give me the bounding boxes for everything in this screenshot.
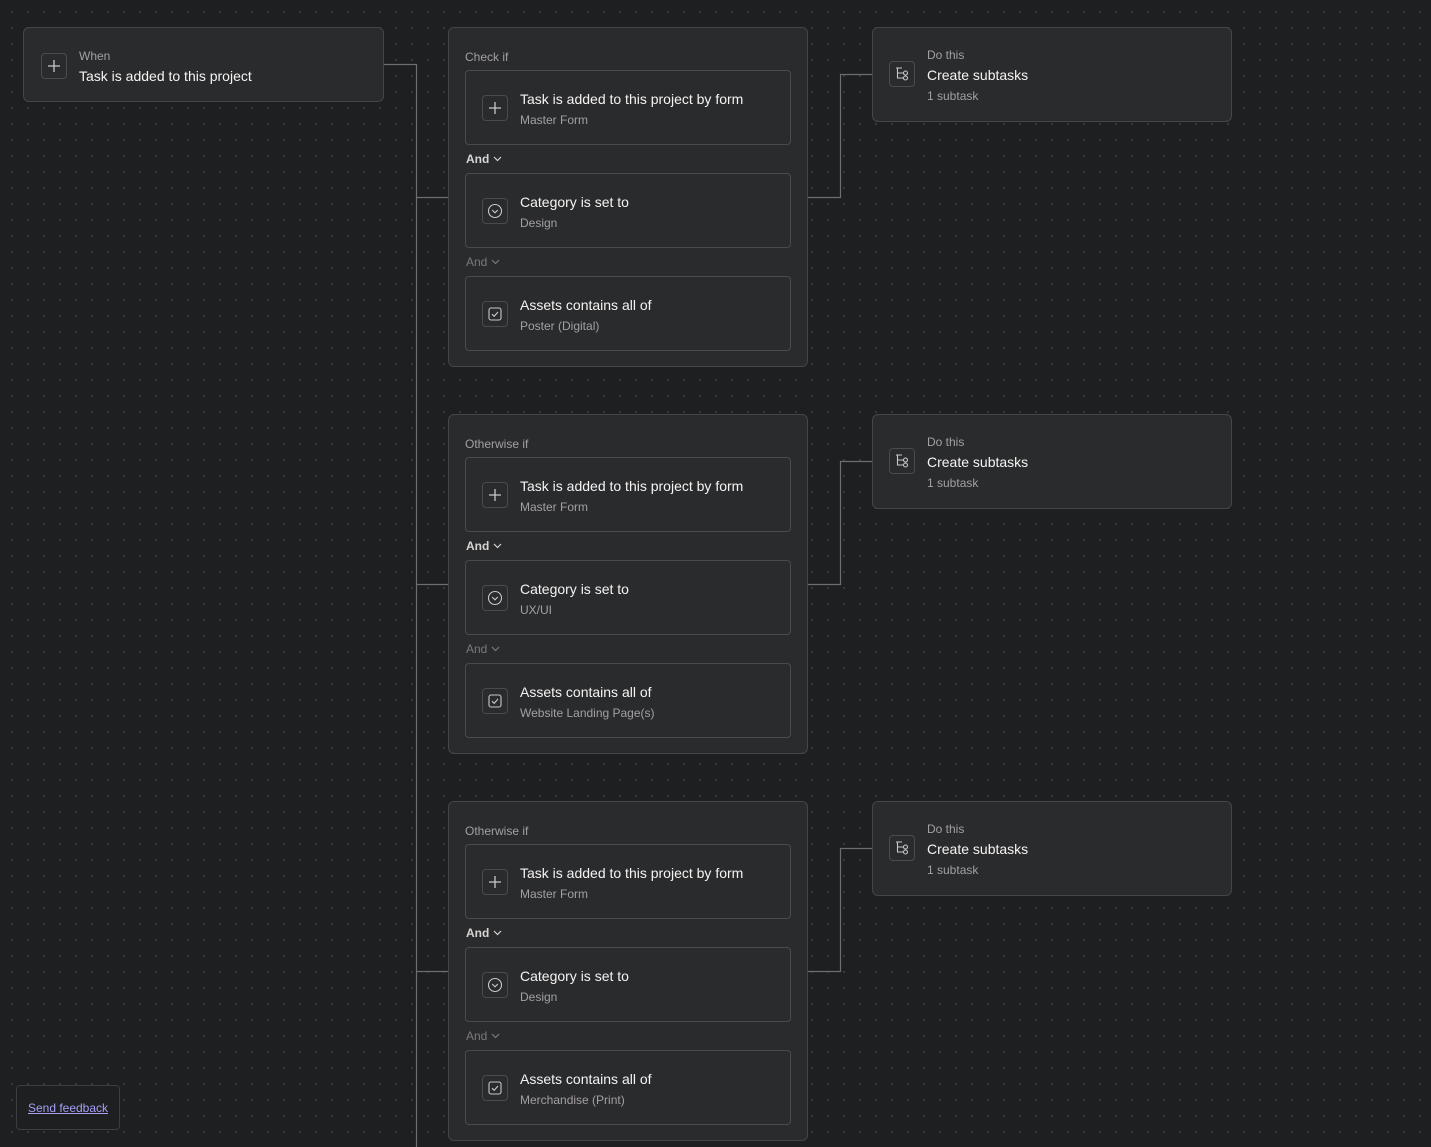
condition-assets[interactable]: Assets contains all of Merchandise (Prin… [465,1050,791,1125]
subtasks-icon [889,61,915,87]
checkbox-icon [482,688,508,714]
condition-title: Task is added to this project by form [520,865,744,881]
conjunction-label: And [466,539,490,553]
action-label: Do this [927,48,965,62]
connector-action-3 [808,847,872,973]
chevron-down-icon [493,930,502,936]
condition-title: Assets contains all of [520,684,652,700]
connector-action-1 [808,73,872,199]
condition-value: Master Form [520,113,589,127]
feedback-box: Send feedback [16,1085,120,1130]
chevron-down-icon [491,1033,500,1039]
group-title: Check if [465,50,509,64]
condition-form[interactable]: Task is added to this project by form Ma… [465,70,791,145]
dropdown-circle-icon [482,198,508,224]
dropdown-circle-icon [482,972,508,998]
condition-title: Assets contains all of [520,1071,652,1087]
conjunction-label: And [466,642,488,656]
conjunction-dropdown[interactable]: And [466,255,500,269]
trigger-title: Task is added to this project [79,68,252,84]
conjunction-dropdown[interactable]: And [466,642,500,656]
conjunction-label: And [466,1029,488,1043]
action-card-1[interactable]: Do this Create subtasks 1 subtask [872,27,1232,122]
conjunction-dropdown[interactable]: And [466,152,502,166]
condition-value: Website Landing Page(s) [520,706,655,720]
action-card-2[interactable]: Do this Create subtasks 1 subtask [872,414,1232,509]
conjunction-label: And [466,255,488,269]
condition-value: UX/UI [520,603,553,617]
action-title: Create subtasks [927,841,1029,857]
chevron-down-icon [491,646,500,652]
condition-assets[interactable]: Assets contains all of Poster (Digital) [465,276,791,351]
action-label: Do this [927,435,965,449]
plus-icon [41,53,67,79]
plus-icon [482,482,508,508]
condition-title: Assets contains all of [520,297,652,313]
conjunction-label: And [466,926,490,940]
condition-group-1[interactable]: Check if Task is added to this project b… [448,27,808,367]
group-title: Otherwise if [465,437,529,451]
condition-group-2[interactable]: Otherwise if Task is added to this proje… [448,414,808,754]
conjunction-dropdown[interactable]: And [466,926,502,940]
plus-icon [482,869,508,895]
conjunction-dropdown[interactable]: And [466,539,502,553]
connector-action-2 [808,460,872,586]
plus-icon [482,95,508,121]
subtasks-icon [889,448,915,474]
chevron-down-icon [493,543,502,549]
checkbox-icon [482,301,508,327]
condition-value: Merchandise (Print) [520,1093,625,1107]
action-detail: 1 subtask [927,476,979,490]
condition-title: Task is added to this project by form [520,478,744,494]
condition-category[interactable]: Category is set to UX/UI [465,560,791,635]
chevron-down-icon [493,156,502,162]
condition-category[interactable]: Category is set to Design [465,947,791,1022]
chevron-down-icon [491,259,500,265]
dropdown-circle-icon [482,585,508,611]
condition-form[interactable]: Task is added to this project by form Ma… [465,457,791,532]
action-title: Create subtasks [927,67,1029,83]
condition-title: Task is added to this project by form [520,91,744,107]
condition-assets[interactable]: Assets contains all of Website Landing P… [465,663,791,738]
condition-value: Master Form [520,887,589,901]
checkbox-icon [482,1075,508,1101]
group-title: Otherwise if [465,824,529,838]
condition-category[interactable]: Category is set to Design [465,173,791,248]
condition-title: Category is set to [520,968,629,984]
condition-form[interactable]: Task is added to this project by form Ma… [465,844,791,919]
condition-title: Category is set to [520,194,629,210]
condition-group-3[interactable]: Otherwise if Task is added to this proje… [448,801,808,1141]
action-title: Create subtasks [927,454,1029,470]
condition-title: Category is set to [520,581,629,597]
condition-value: Master Form [520,500,589,514]
trigger-label: When [79,49,111,63]
trigger-card[interactable]: When Task is added to this project [23,27,384,102]
action-detail: 1 subtask [927,89,979,103]
condition-value: Design [520,216,558,230]
action-card-3[interactable]: Do this Create subtasks 1 subtask [872,801,1232,896]
send-feedback-link[interactable]: Send feedback [27,1100,109,1115]
subtasks-icon [889,835,915,861]
conjunction-dropdown[interactable]: And [466,1029,500,1043]
action-label: Do this [927,822,965,836]
condition-value: Design [520,990,558,1004]
condition-value: Poster (Digital) [520,319,600,333]
connector-trigger [384,63,418,1147]
conjunction-label: And [466,152,490,166]
action-detail: 1 subtask [927,863,979,877]
